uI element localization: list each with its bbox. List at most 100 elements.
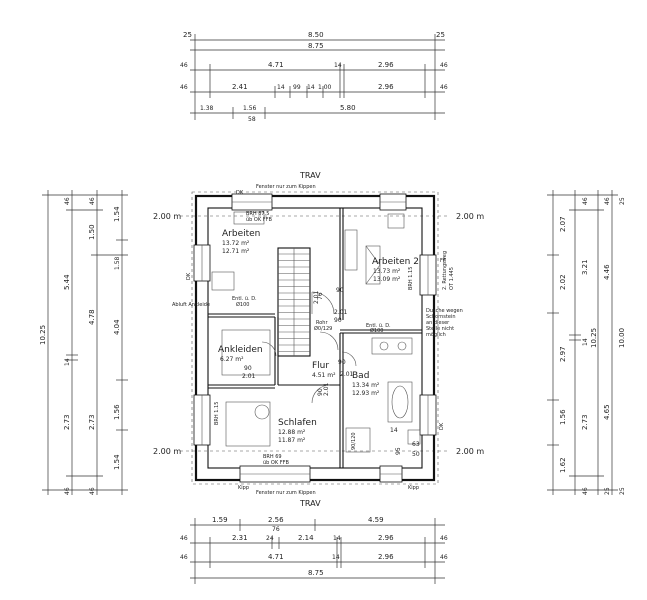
room-area-2: 12.71 m² <box>222 248 250 255</box>
room-name: Flur <box>312 361 329 371</box>
dim-bot-r4: 8.75 <box>308 569 324 577</box>
dim-top-r1-b: 8.50 <box>308 31 324 39</box>
dim-left-c3-a: 46 <box>89 197 96 205</box>
ff-sub: 2. Rettungsweg <box>442 251 448 290</box>
left-dimensions: 10.25 46 5.44 14 2.73 46 46 1.50 4.78 2.… <box>39 190 128 495</box>
dim-top-r4-h: 46 <box>440 84 448 91</box>
dim-bot-r2-c: 24 <box>266 535 274 542</box>
right-dimensions: 2.07 2.02 2.97 1.56 1.62 46 3.21 14 2.73… <box>547 190 626 495</box>
door-dim-b: 2.01 <box>334 309 348 316</box>
dim-left-c3-e: 46 <box>89 487 96 495</box>
room-area-2: 13.09 m² <box>373 276 401 283</box>
level-lines: 2.00 m 2.00 m 2.00 m 2.00 m <box>153 212 484 456</box>
bottom-dimensions: 1.59 2.56 76 4.59 46 2.31 24 2.14 14 2.9… <box>180 516 448 584</box>
door-dim-a: 2.01 <box>313 290 320 304</box>
door-90-e: 90 <box>317 388 324 396</box>
level-right-top: 2.00 m <box>456 212 484 221</box>
dusche-note-4: Stelle nicht <box>426 326 454 332</box>
aufzug-note: Abluft Ankleide <box>172 302 210 308</box>
dim-bot-r2-g: 46 <box>440 535 448 542</box>
entl2-size: Ø100 <box>370 327 383 334</box>
ff-label: FF <box>440 258 446 264</box>
inner-walls <box>208 208 422 468</box>
dusche-note-2: Schornstein <box>426 314 456 320</box>
brh-top-2: üb OK FFB <box>246 217 272 223</box>
room-area-2: 12.93 m² <box>352 390 380 397</box>
window-top-note: Fenster nur zum Kippen <box>256 184 316 190</box>
staircase <box>277 247 311 357</box>
dim-right-c4-c: 10.00 <box>618 328 626 348</box>
n-50: 50 <box>412 451 420 458</box>
room-arbeiten: Arbeiten 13.72 m² 12.71 m² <box>222 229 260 255</box>
doors <box>261 291 357 404</box>
dusche-note-1: Dusche wegen <box>426 308 463 314</box>
dim-left-c2-b: 5.44 <box>63 274 71 290</box>
dusche-size: 90/120 <box>351 432 357 450</box>
dim-left-c3-d: 2.73 <box>88 414 96 430</box>
dim-top-r4-g: 2.96 <box>378 83 394 91</box>
dim-top-r1-a: 25 <box>183 31 192 39</box>
dim-bot-r2-e: 14 <box>333 535 341 542</box>
dim-top-r4-f: 1.00 <box>318 84 332 91</box>
dim-left-c3-c: 4.78 <box>88 309 96 325</box>
brh-left: BRH 1.15 <box>214 402 220 425</box>
dim-bot-r2-f: 2.96 <box>378 534 394 542</box>
brh-top: BRH 87.5 <box>246 211 269 217</box>
dim-right-c3-d: 25 <box>604 487 611 495</box>
dim-top-r1-c: 25 <box>436 31 445 39</box>
dim-bot-r2-b: 2.31 <box>232 534 248 542</box>
dim-top-r3-b: 4.71 <box>268 61 284 69</box>
dim-top-r5-d: 5.80 <box>340 104 356 112</box>
dim-right-c4-d: 25 <box>619 487 626 495</box>
room-name: Arbeiten <box>222 229 260 239</box>
dim-top-r4-c: 14 <box>277 84 285 91</box>
level-left-top: 2.00 m <box>153 212 181 221</box>
dim-bot-r1-b: 2.56 <box>268 516 284 524</box>
dim-left-c4-d: 1.56 <box>113 404 121 420</box>
room-name: Ankleiden <box>218 345 263 355</box>
door-dim-c: 2.01 <box>242 373 256 380</box>
room-name: Schlafen <box>278 418 317 428</box>
window-bottom-note: Fenster nur zum Kippen <box>256 490 316 496</box>
door-dim-e: 2.01 <box>323 382 330 396</box>
dim-left-c4-b: 1.58 <box>114 256 121 270</box>
dim-top-r4-a: 46 <box>180 84 188 91</box>
n-145: 14 <box>390 427 398 434</box>
furniture <box>211 211 421 453</box>
dim-right-c2-c: 14 <box>582 338 589 346</box>
dim-left-c3-b: 1.50 <box>88 224 96 240</box>
brh-bottom-2: üb OK FFB <box>263 460 289 466</box>
entl-size: Ø100 <box>236 301 249 308</box>
annotations: BRH 87.5 üb OK FFB BRH 69 üb OK FFB BRH … <box>172 190 463 491</box>
level-right-bottom: 2.00 m <box>456 447 484 456</box>
entl-label: Entl. ü. D. <box>232 296 257 302</box>
dim-right-c4-b: 10.25 <box>590 328 598 348</box>
dim-bot-r3-c: 14 <box>332 554 340 561</box>
room-schlafen: Schlafen 12.88 m² 11.87 m² <box>278 418 317 444</box>
room-ankleiden: Ankleiden 6.27 m² <box>218 345 263 363</box>
ff-ot: OT 1.445 <box>449 267 455 290</box>
dim-right-c2-d: 2.73 <box>581 414 589 430</box>
kippen-bl: Kipp <box>238 485 249 491</box>
n-63: 63 <box>412 441 420 448</box>
room-name: Bad <box>352 371 369 381</box>
dim-left-c2-d: 2.73 <box>63 414 71 430</box>
dim-right-c1-b: 2.02 <box>559 274 567 290</box>
door-90-c: 90 <box>244 365 252 372</box>
dim-right-c2-e: 46 <box>582 487 589 495</box>
dim-left-c4-e: 1.54 <box>113 454 121 470</box>
dusche-note-5: möglich <box>426 332 446 338</box>
door-90-a: 90 <box>336 287 344 294</box>
dim-right-c3-c: 4.65 <box>603 404 611 420</box>
dim-left-c4-c: 4.04 <box>113 319 121 335</box>
room-arbeiten-2: Arbeiten 2 13.73 m² 13.09 m² <box>372 257 419 283</box>
dusche-note-3: an dieser <box>426 320 450 326</box>
brh-right: BRH 1.15 <box>408 267 414 290</box>
dim-bot-r3-a: 46 <box>180 554 188 561</box>
room-area-1: 6.27 m² <box>220 356 244 363</box>
dim-top-r3-d: 2.96 <box>378 61 394 69</box>
door-90-b: 90 <box>334 317 342 324</box>
trav-top-label: TRAV <box>299 171 321 180</box>
kippen-br: Kipp <box>408 485 419 491</box>
